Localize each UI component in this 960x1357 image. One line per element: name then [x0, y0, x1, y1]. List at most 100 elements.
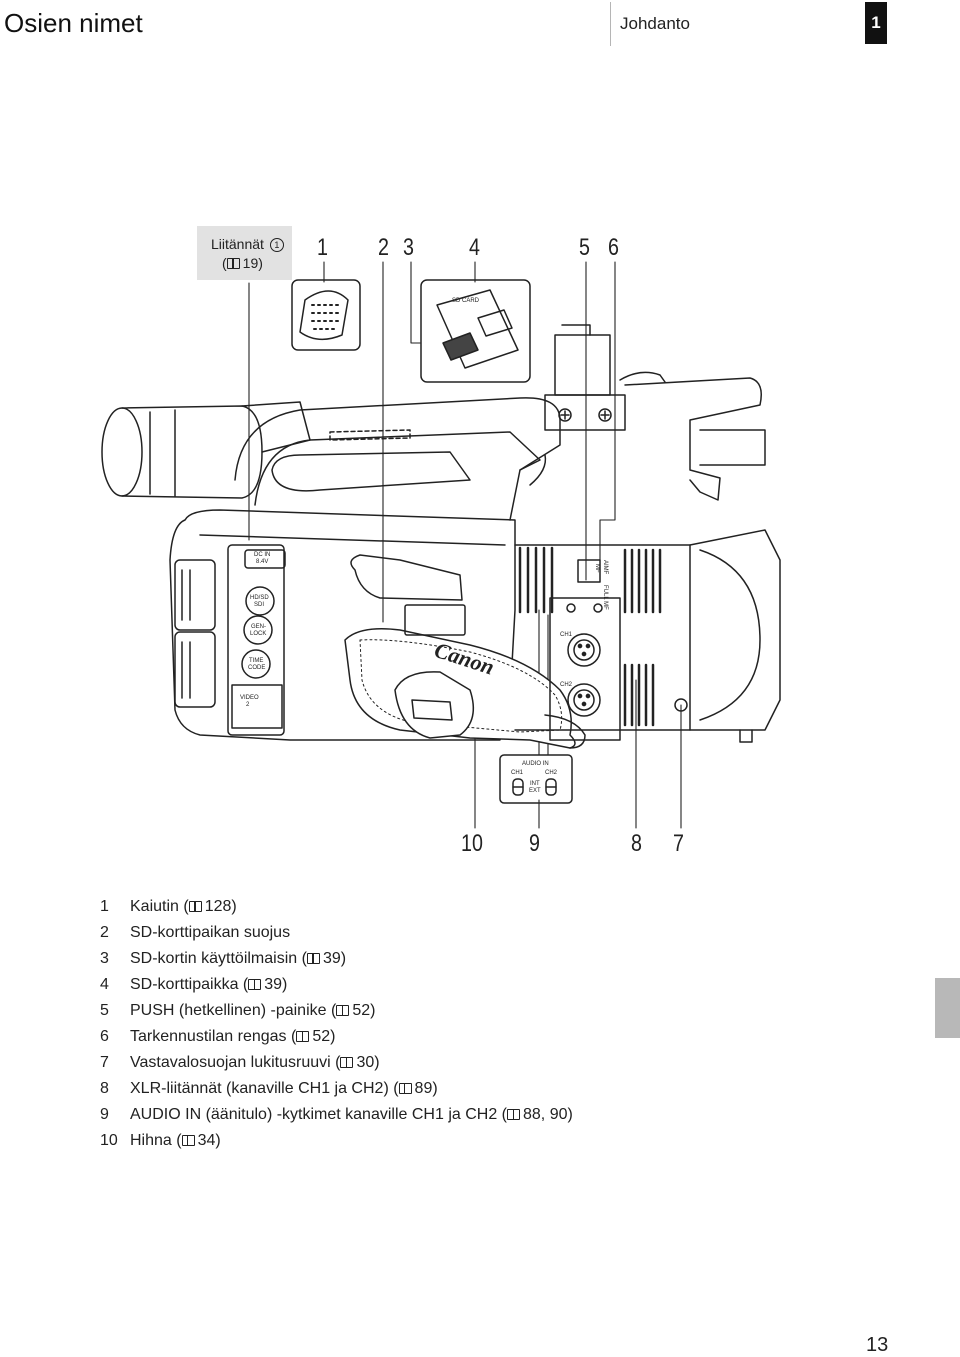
part-ref: 39: [322, 950, 341, 967]
part-number: 8: [100, 1080, 109, 1097]
part-tail: ): [374, 1054, 380, 1071]
part-text: SD-korttipaikka (: [130, 976, 249, 993]
book-icon: [336, 1005, 350, 1016]
part-text: XLR-liitännät (kanaville CH1 ja CH2) (: [130, 1080, 399, 1097]
part-tail: ): [567, 1106, 573, 1123]
label-timecode-1: TIME: [249, 658, 263, 664]
book-icon: [181, 1135, 195, 1146]
top-handle: [234, 397, 561, 521]
book-icon: [248, 979, 262, 990]
marker-7: 7: [673, 830, 684, 857]
part-number: 4: [100, 976, 109, 993]
label-sdi: SDI: [254, 602, 264, 608]
book-icon: [188, 901, 202, 912]
label-genlock-1: GEN-: [251, 624, 266, 630]
part-text: Kaiutin (: [130, 898, 189, 915]
part-number: 5: [100, 1002, 109, 1019]
label-int: INT: [530, 781, 540, 787]
label-mf: MF: [594, 564, 600, 573]
label-xlr-ch1: CH1: [560, 632, 573, 638]
part-number: 2: [100, 924, 109, 941]
header-divider: [610, 2, 611, 46]
rear-panel-labels: DC IN 8.4V HD/SD SDI GEN- LOCK TIME CODE…: [240, 552, 270, 708]
part-text: Tarkennustilan rengas (: [130, 1028, 297, 1045]
part-tail: ): [231, 898, 237, 915]
part-tail: ): [215, 1132, 221, 1149]
rear-panel: [174, 544, 286, 736]
label-switch-ch2: CH2: [545, 770, 558, 776]
book-icon: [507, 1109, 520, 1120]
marker-4: 4: [469, 234, 480, 261]
part-tail: ): [370, 1002, 376, 1019]
part-number: 6: [100, 1028, 109, 1045]
side-thumb-tab: [935, 978, 960, 1038]
label-timecode-2: CODE: [248, 665, 265, 671]
xlr-terminals: [549, 597, 621, 741]
mic-holder: [619, 371, 766, 501]
label-video-2: 2: [246, 702, 250, 708]
list-item: 4 SD-korttipaikka ( 39): [100, 976, 573, 1002]
part-ref: 52: [352, 1002, 371, 1019]
part-number: 7: [100, 1054, 109, 1071]
label-dc-v: 8.4V: [256, 559, 268, 565]
label-hdsd: HD/SD: [250, 595, 269, 601]
part-text: Vastavalosuojan lukitusruuvi (: [130, 1054, 341, 1071]
label-switch-ch1: CH1: [511, 770, 524, 776]
label-genlock-2: LOCK: [250, 631, 266, 637]
list-item: 8 XLR-liitännät (kanaville CH1 ja CH2) ( 8…: [100, 1080, 573, 1106]
book-icon: [340, 1057, 354, 1068]
list-item: 6 Tarkennustilan rengas ( 52): [100, 1028, 573, 1054]
camera-body: [169, 509, 516, 741]
circled-number-marker: 1: [269, 238, 284, 253]
sd-card-label: SD CARD: [452, 298, 480, 304]
part-tail: ): [432, 1080, 438, 1097]
label-aimf: AIMF: [602, 560, 608, 575]
part-text: PUSH (hetkellinen) -painike (: [130, 1002, 337, 1019]
marker-9: 9: [529, 830, 540, 857]
section-name: Johdanto: [620, 14, 690, 33]
callout-title-text: Liitännät: [211, 236, 264, 252]
label-audio-in: AUDIO IN: [522, 761, 549, 767]
marker-3: 3: [403, 234, 414, 261]
marker-6: 6: [608, 234, 619, 261]
part-text: Hihna (: [130, 1132, 182, 1149]
page-title: Osien nimet: [4, 8, 143, 38]
label-xlr-ch2: CH2: [560, 682, 573, 688]
viewfinder: [101, 401, 311, 499]
speaker-inset: [291, 279, 361, 351]
book-icon: [296, 1031, 310, 1042]
part-number: 1: [100, 898, 109, 915]
audio-in-switch-inset: [499, 754, 573, 804]
audio-in-labels: AUDIO IN CH1 CH2 INT EXT: [511, 761, 558, 794]
label-video-1: VIDEO: [240, 695, 259, 701]
part-number: 10: [100, 1132, 118, 1149]
callout-page-ref: (19): [222, 255, 263, 271]
part-ref: 89: [414, 1080, 433, 1097]
grip-strap: [344, 604, 586, 749]
part-tail: ): [330, 1028, 336, 1045]
list-item: 5 PUSH (hetkellinen) -painike ( 52): [100, 1002, 573, 1028]
part-tail: ): [282, 976, 288, 993]
camcorder-diagram: SD CARD: [101, 261, 781, 829]
marker-2: 2: [378, 234, 389, 261]
label-dc-in: DC IN: [254, 552, 270, 558]
book-icon: [226, 258, 240, 269]
page-header: Osien nimet Johdanto 1: [0, 0, 960, 48]
book-icon: [398, 1083, 412, 1094]
part-ref: 88, 90: [523, 1106, 568, 1123]
top-mount: [544, 324, 626, 431]
marker-8: 8: [631, 830, 642, 857]
chapter-tab: 1: [865, 2, 887, 44]
callout-title: Liitännät 1: [211, 236, 284, 253]
part-ref: 39: [264, 976, 283, 993]
part-ref: 52: [312, 1028, 331, 1045]
part-number: 3: [100, 950, 109, 967]
part-ref: 34: [197, 1132, 216, 1149]
label-ext: EXT: [529, 788, 541, 794]
